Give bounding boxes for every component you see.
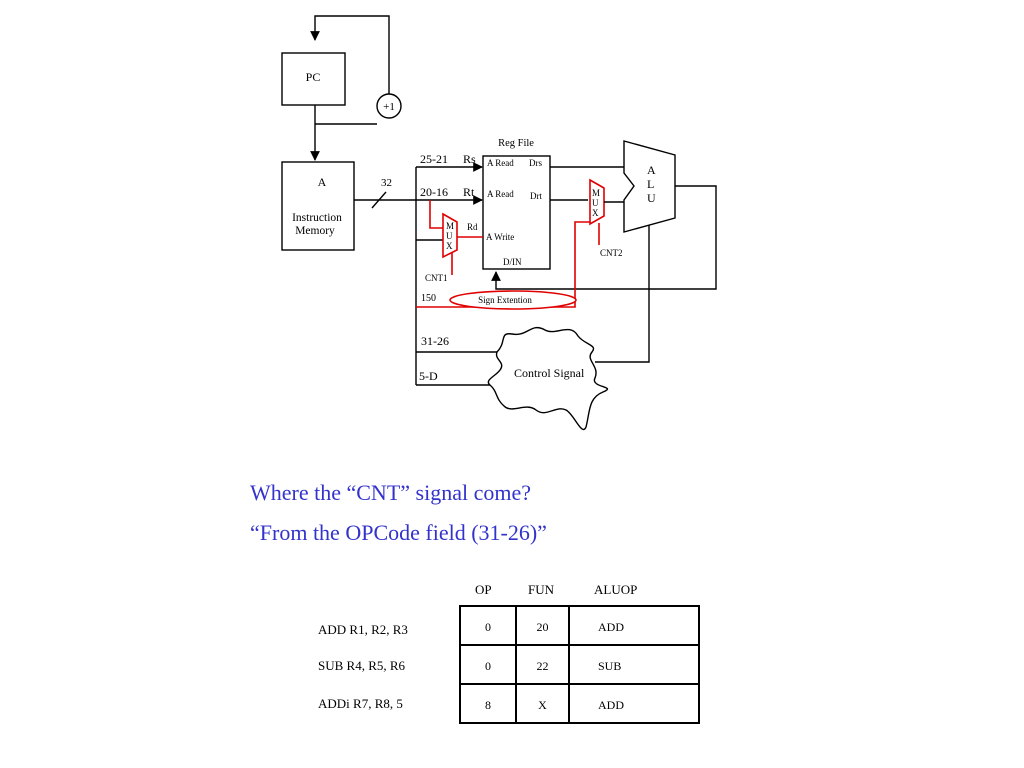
opcode-table: 0 20 ADD 0 22 SUB 8 X ADD bbox=[459, 605, 700, 724]
imem-title: A bbox=[318, 175, 327, 189]
cell-op: 0 bbox=[459, 605, 517, 646]
bus-width-label: 32 bbox=[381, 177, 392, 189]
mux2-label-x: X bbox=[592, 208, 599, 218]
imem-line2: Memory bbox=[295, 225, 335, 237]
incrementer-circle bbox=[376, 93, 402, 119]
table-header-fun: FUN bbox=[528, 582, 555, 597]
pc-box bbox=[281, 52, 346, 106]
table-header-op: OP bbox=[475, 582, 492, 597]
instruction-label-add: ADD R1, R2, R3 bbox=[318, 622, 408, 637]
incrementer-label: +1 bbox=[383, 101, 395, 113]
question-text: Where the “CNT” signal come? bbox=[250, 480, 531, 505]
control-signal-label: Control Signal bbox=[514, 366, 585, 380]
field-rt: Rt bbox=[463, 185, 475, 199]
field-rd: Rd bbox=[467, 222, 478, 232]
mux2-label-u: U bbox=[592, 198, 599, 208]
alu-shape bbox=[623, 140, 676, 233]
cell-op: 8 bbox=[459, 683, 517, 724]
table-header-aluop: ALUOP bbox=[594, 582, 638, 597]
rf-a-read-1: A Read bbox=[487, 158, 514, 168]
rf-drs: Drs bbox=[529, 158, 542, 168]
table-row: 8 X ADD bbox=[459, 683, 700, 724]
cell-aluop: ADD bbox=[568, 605, 700, 646]
instruction-bus bbox=[354, 162, 497, 386]
pc-label: PC bbox=[306, 70, 321, 84]
mux1-shape bbox=[442, 212, 458, 259]
mux1-label-m: M bbox=[446, 221, 454, 231]
field-31-26: 31-26 bbox=[421, 334, 449, 348]
rf-a-read-2: A Read bbox=[487, 189, 514, 199]
rf-drt: Drt bbox=[530, 191, 542, 201]
register-file-box bbox=[482, 155, 551, 270]
field-25-21: 25-21 bbox=[420, 152, 448, 166]
mux1-label-x: X bbox=[446, 241, 453, 251]
sign-extension-unit bbox=[449, 290, 577, 310]
datapath-diagram: PC +1 A Instruction Memory 32 25-21 Rs 2… bbox=[281, 15, 717, 431]
cell-fun: X bbox=[515, 683, 570, 724]
field-5-0: 5-D bbox=[419, 369, 438, 383]
rf-a-write: A Write bbox=[486, 232, 514, 242]
mux2-label-m: M bbox=[592, 188, 600, 198]
mux1-label-u: U bbox=[446, 231, 453, 241]
cell-op: 0 bbox=[459, 644, 517, 685]
cell-aluop: ADD bbox=[568, 683, 700, 724]
cell-fun: 22 bbox=[515, 644, 570, 685]
answer-text: “From the OPCode field (31-26)” bbox=[250, 520, 547, 545]
instruction-label-addi: ADDi R7, R8, 5 bbox=[318, 696, 403, 711]
rf-din: D/IN bbox=[503, 257, 522, 267]
alu-label-u: U bbox=[647, 191, 656, 205]
mux2-shape bbox=[589, 178, 605, 226]
instruction-memory-box bbox=[281, 161, 355, 251]
table-row: 0 20 ADD bbox=[459, 605, 700, 646]
field-20-16: 20-16 bbox=[420, 185, 448, 199]
sign-extension-label: Sign Extention bbox=[478, 295, 532, 305]
instruction-label-sub: SUB R4, R5, R6 bbox=[318, 658, 406, 673]
cnt2-label: CNT2 bbox=[600, 248, 623, 258]
cell-fun: 20 bbox=[515, 605, 570, 646]
control-signal-blob bbox=[487, 326, 609, 431]
table-row: 0 22 SUB bbox=[459, 644, 700, 685]
imem-line1: Instruction bbox=[292, 212, 342, 224]
field-15-0: 150 bbox=[421, 293, 436, 304]
alu-label-l: L bbox=[647, 177, 654, 191]
regfile-title: Reg File bbox=[498, 138, 534, 149]
pc-loop-wires bbox=[310, 15, 390, 161]
datapath-wires bbox=[491, 166, 717, 363]
field-rs: Rs bbox=[463, 152, 476, 166]
alu-label-a: A bbox=[647, 163, 656, 177]
cnt1-label: CNT1 bbox=[425, 273, 448, 283]
cell-aluop: SUB bbox=[568, 644, 700, 685]
